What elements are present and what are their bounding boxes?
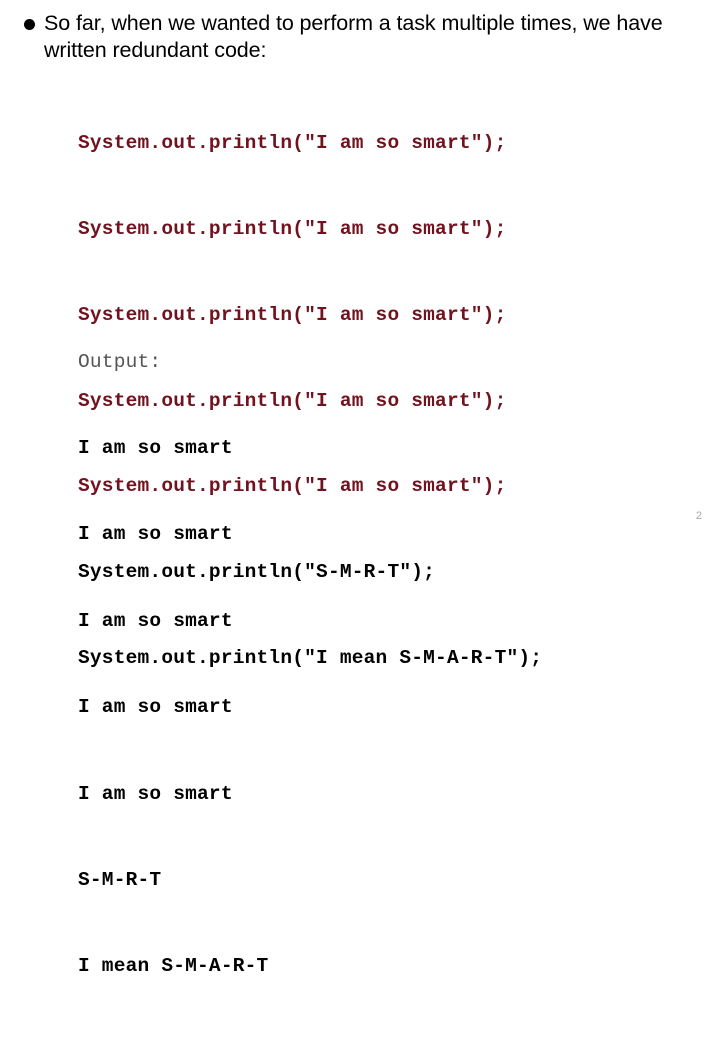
output-block: Output: I am so smart I am so smart I am… bbox=[78, 290, 268, 1039]
code-line: System.out.println("I am so smart"); bbox=[78, 217, 507, 240]
code-line: System.out.println("I am so smart"); bbox=[78, 389, 507, 412]
code-line: System.out.println("I am so smart"); bbox=[78, 475, 507, 498]
output-line: I am so smart bbox=[78, 436, 233, 459]
output-line: I am so smart bbox=[78, 609, 233, 632]
output-line: I mean S-M-A-R-T bbox=[78, 955, 269, 978]
heading-text: So far, when we wanted to perform a task… bbox=[44, 11, 669, 62]
code-line: System.out.println("I am so smart"); bbox=[78, 132, 507, 155]
slide-canvas: So far, when we wanted to perform a task… bbox=[24, 10, 702, 978]
output-line: I am so smart bbox=[78, 696, 233, 719]
round-bullet-icon bbox=[24, 19, 35, 30]
output-line: I am so smart bbox=[78, 523, 233, 546]
output-line: S-M-R-T bbox=[78, 868, 162, 891]
code-line: System.out.println("I am so smart"); bbox=[78, 303, 507, 326]
page-number: 2 bbox=[695, 510, 702, 522]
heading-bullet-item: So far, when we wanted to perform a task… bbox=[24, 10, 690, 64]
output-label: Output: bbox=[78, 350, 162, 373]
output-line: I am so smart bbox=[78, 782, 233, 805]
